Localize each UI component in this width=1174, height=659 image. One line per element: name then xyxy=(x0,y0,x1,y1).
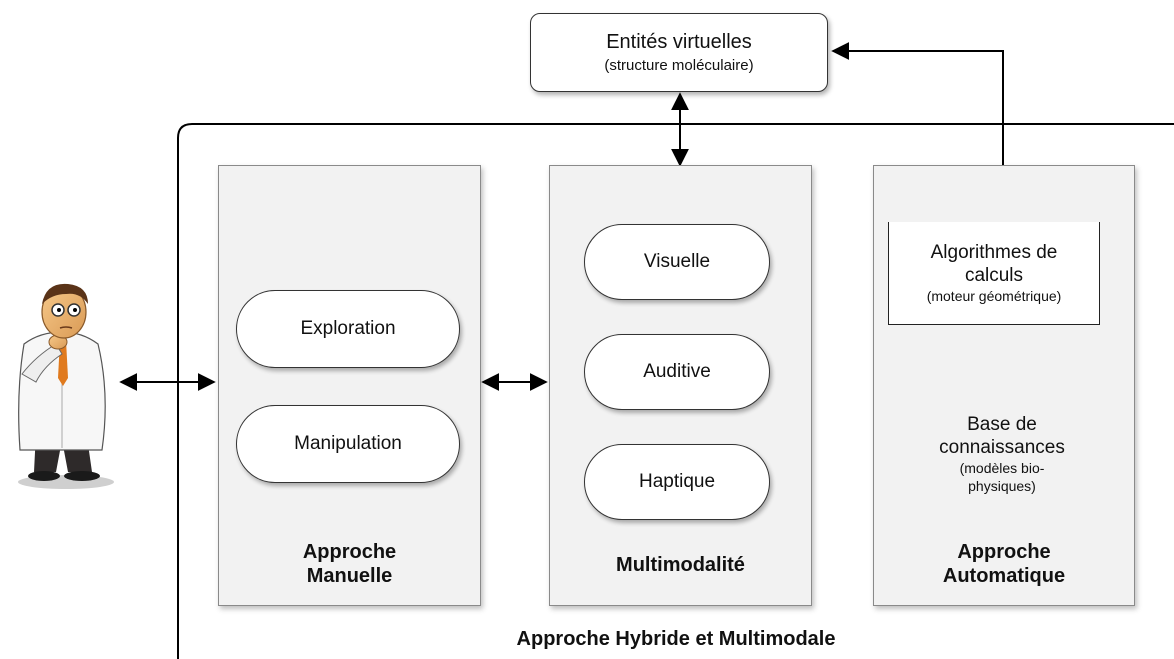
algorithms-note: (moteur géométrique) xyxy=(926,288,1062,304)
hybrid-frame xyxy=(177,123,1174,659)
multimodality-title: Multimodalité xyxy=(616,554,745,576)
manual-approach-panel xyxy=(218,165,481,606)
virtual-entities-subtitle: (structure moléculaire) xyxy=(604,56,754,74)
knowledge-base-note-1: (modèles bio- xyxy=(959,460,1045,476)
knowledge-base-text: Base de connaissances (modèles bio- phys… xyxy=(910,404,1094,504)
visual-pill: Visuelle xyxy=(584,224,770,300)
automatic-title-line-2: Automatique xyxy=(942,565,1066,587)
manual-title-line-2: Manuelle xyxy=(306,565,393,587)
manipulation-pill: Manipulation xyxy=(236,405,460,483)
manual-approach-title: Approche Manuelle xyxy=(218,540,481,588)
knowledge-base-line-1: Base de xyxy=(967,414,1037,435)
exploration-pill: Exploration xyxy=(236,290,460,368)
automatic-title-line-1: Approche xyxy=(957,541,1051,563)
manual-title-line-1: Approche xyxy=(302,541,397,563)
haptic-pill: Haptique xyxy=(584,444,770,520)
knowledge-base-note-2: physiques) xyxy=(968,478,1036,494)
scientist-icon xyxy=(18,283,114,489)
automatic-approach-title: Approche Automatique xyxy=(873,540,1135,588)
algorithms-line-1: Algorithmes de xyxy=(930,242,1058,263)
algorithms-box: Algorithmes de calculs (moteur géométriq… xyxy=(888,222,1100,325)
virtual-entities-title: Entités virtuelles xyxy=(606,30,752,53)
knowledge-base-line-2: connaissances xyxy=(939,437,1065,458)
algorithms-line-2: calculs xyxy=(964,265,1024,286)
hybrid-approach-label: Approche Hybride et Multimodale xyxy=(516,628,836,650)
auditory-pill: Auditive xyxy=(584,334,770,410)
arrow-automatic-entities xyxy=(831,42,1004,165)
virtual-entities-box: Entités virtuelles (structure moléculair… xyxy=(530,13,828,92)
